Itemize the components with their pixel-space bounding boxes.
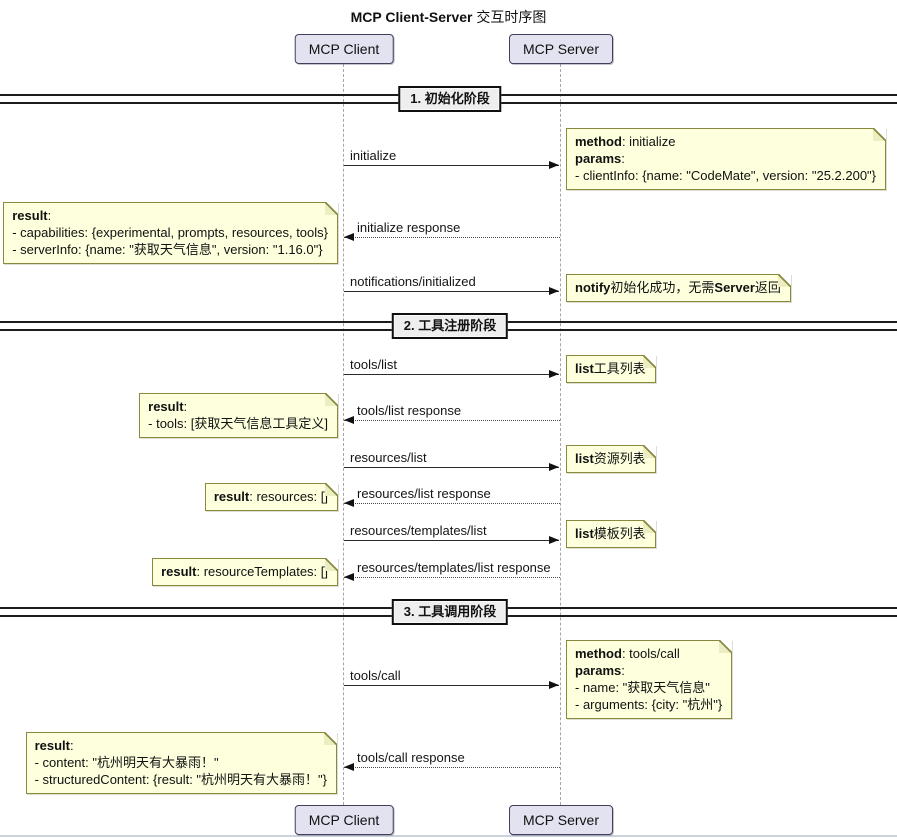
arrow-resources-list-response <box>344 499 560 507</box>
arrowhead-right-icon <box>549 536 559 544</box>
arrowhead-left-icon <box>344 573 354 581</box>
message-label-notifications-initialized: notifications/initialized <box>350 274 476 289</box>
message-label-resources-list: resources/list <box>350 450 427 465</box>
participant-client-bottom: MCP Client <box>294 805 394 835</box>
lifeline-server <box>560 64 561 805</box>
message-label-resources-templates-list-response: resources/templates/list response <box>357 560 551 575</box>
note-fold-icon <box>325 393 338 406</box>
arrowhead-right-icon <box>549 370 559 378</box>
arrowhead-left-icon <box>344 416 354 424</box>
note-templates-list: list模板列表 <box>566 520 656 548</box>
divider3-label: 3. 工具调用阶段 <box>391 599 509 625</box>
arrow-resources-templates-list <box>344 536 559 544</box>
message-label-initialize-response: initialize response <box>357 220 461 235</box>
arrow-resources-templates-list-response <box>344 573 560 581</box>
divider1-label: 1. 初始化阶段 <box>398 86 502 112</box>
note-fold-icon <box>642 520 656 533</box>
note-initialize-result: result:- capabilities: {experimental, pr… <box>3 202 338 264</box>
message-label-resources-list-response: resources/list response <box>357 486 491 501</box>
arrow-resources-list <box>344 463 559 471</box>
note-fold-icon <box>325 202 338 215</box>
arrowhead-right-icon <box>549 463 559 471</box>
participant-server-bottom: MCP Server <box>509 805 613 835</box>
note-fold-icon <box>873 128 887 141</box>
note-tools-list-result: result:- tools: [获取天气信息工具定义] <box>139 393 338 438</box>
diagram-title: MCP Client-Server 交互时序图 <box>0 7 897 27</box>
diagram-title-bold: MCP Client-Server <box>350 9 473 25</box>
arrowhead-left-icon <box>344 233 354 241</box>
arrow-tools-call-response <box>344 763 560 771</box>
note-tools-list: list工具列表 <box>566 355 656 383</box>
message-label-initialize: initialize <box>350 148 397 163</box>
message-label-tools-list-response: tools/list response <box>357 403 462 418</box>
note-fold-icon <box>325 558 338 571</box>
note-resources-list-result: result: resources: [] <box>204 483 338 511</box>
arrow-tools-list <box>344 370 559 378</box>
arrow-tools-list-response <box>344 416 560 424</box>
note-fold-icon <box>642 445 656 458</box>
arrowhead-right-icon <box>549 287 559 295</box>
arrow-notifications-initialized <box>344 287 559 295</box>
arrowhead-left-icon <box>344 763 354 771</box>
arrowhead-right-icon <box>549 681 559 689</box>
note-fold-icon <box>642 355 656 368</box>
note-initialized-notify: notify初始化成功，无需Server返回 <box>566 274 791 302</box>
arrow-initialize-response <box>344 233 560 241</box>
note-templates-list-result: result: resourceTemplates: [] <box>152 558 338 586</box>
note-fold-icon <box>719 640 733 653</box>
arrow-tools-call <box>344 681 559 689</box>
message-label-resources-templates-list: resources/templates/list <box>350 523 487 538</box>
participant-server-top: MCP Server <box>509 34 613 64</box>
arrowhead-left-icon <box>344 499 354 507</box>
divider2-label: 2. 工具注册阶段 <box>391 313 509 339</box>
lifeline-client <box>343 64 344 805</box>
note-fold-icon <box>777 274 791 287</box>
arrow-initialize <box>344 161 559 169</box>
arrowhead-right-icon <box>549 161 559 169</box>
message-label-tools-call: tools/call <box>350 668 401 683</box>
note-tools-call-result: result:- content: "杭州明天有大暴雨！"- structure… <box>25 732 337 794</box>
participant-client-top: MCP Client <box>294 34 394 64</box>
window-bottom-edge <box>0 835 897 837</box>
message-label-tools-list: tools/list <box>350 357 397 372</box>
message-label-tools-call-response: tools/call response <box>357 750 465 765</box>
note-fold-icon <box>325 483 338 496</box>
note-resources-list: list资源列表 <box>566 445 656 473</box>
note-fold-icon <box>324 732 337 745</box>
diagram-title-rest: 交互时序图 <box>472 9 547 25</box>
